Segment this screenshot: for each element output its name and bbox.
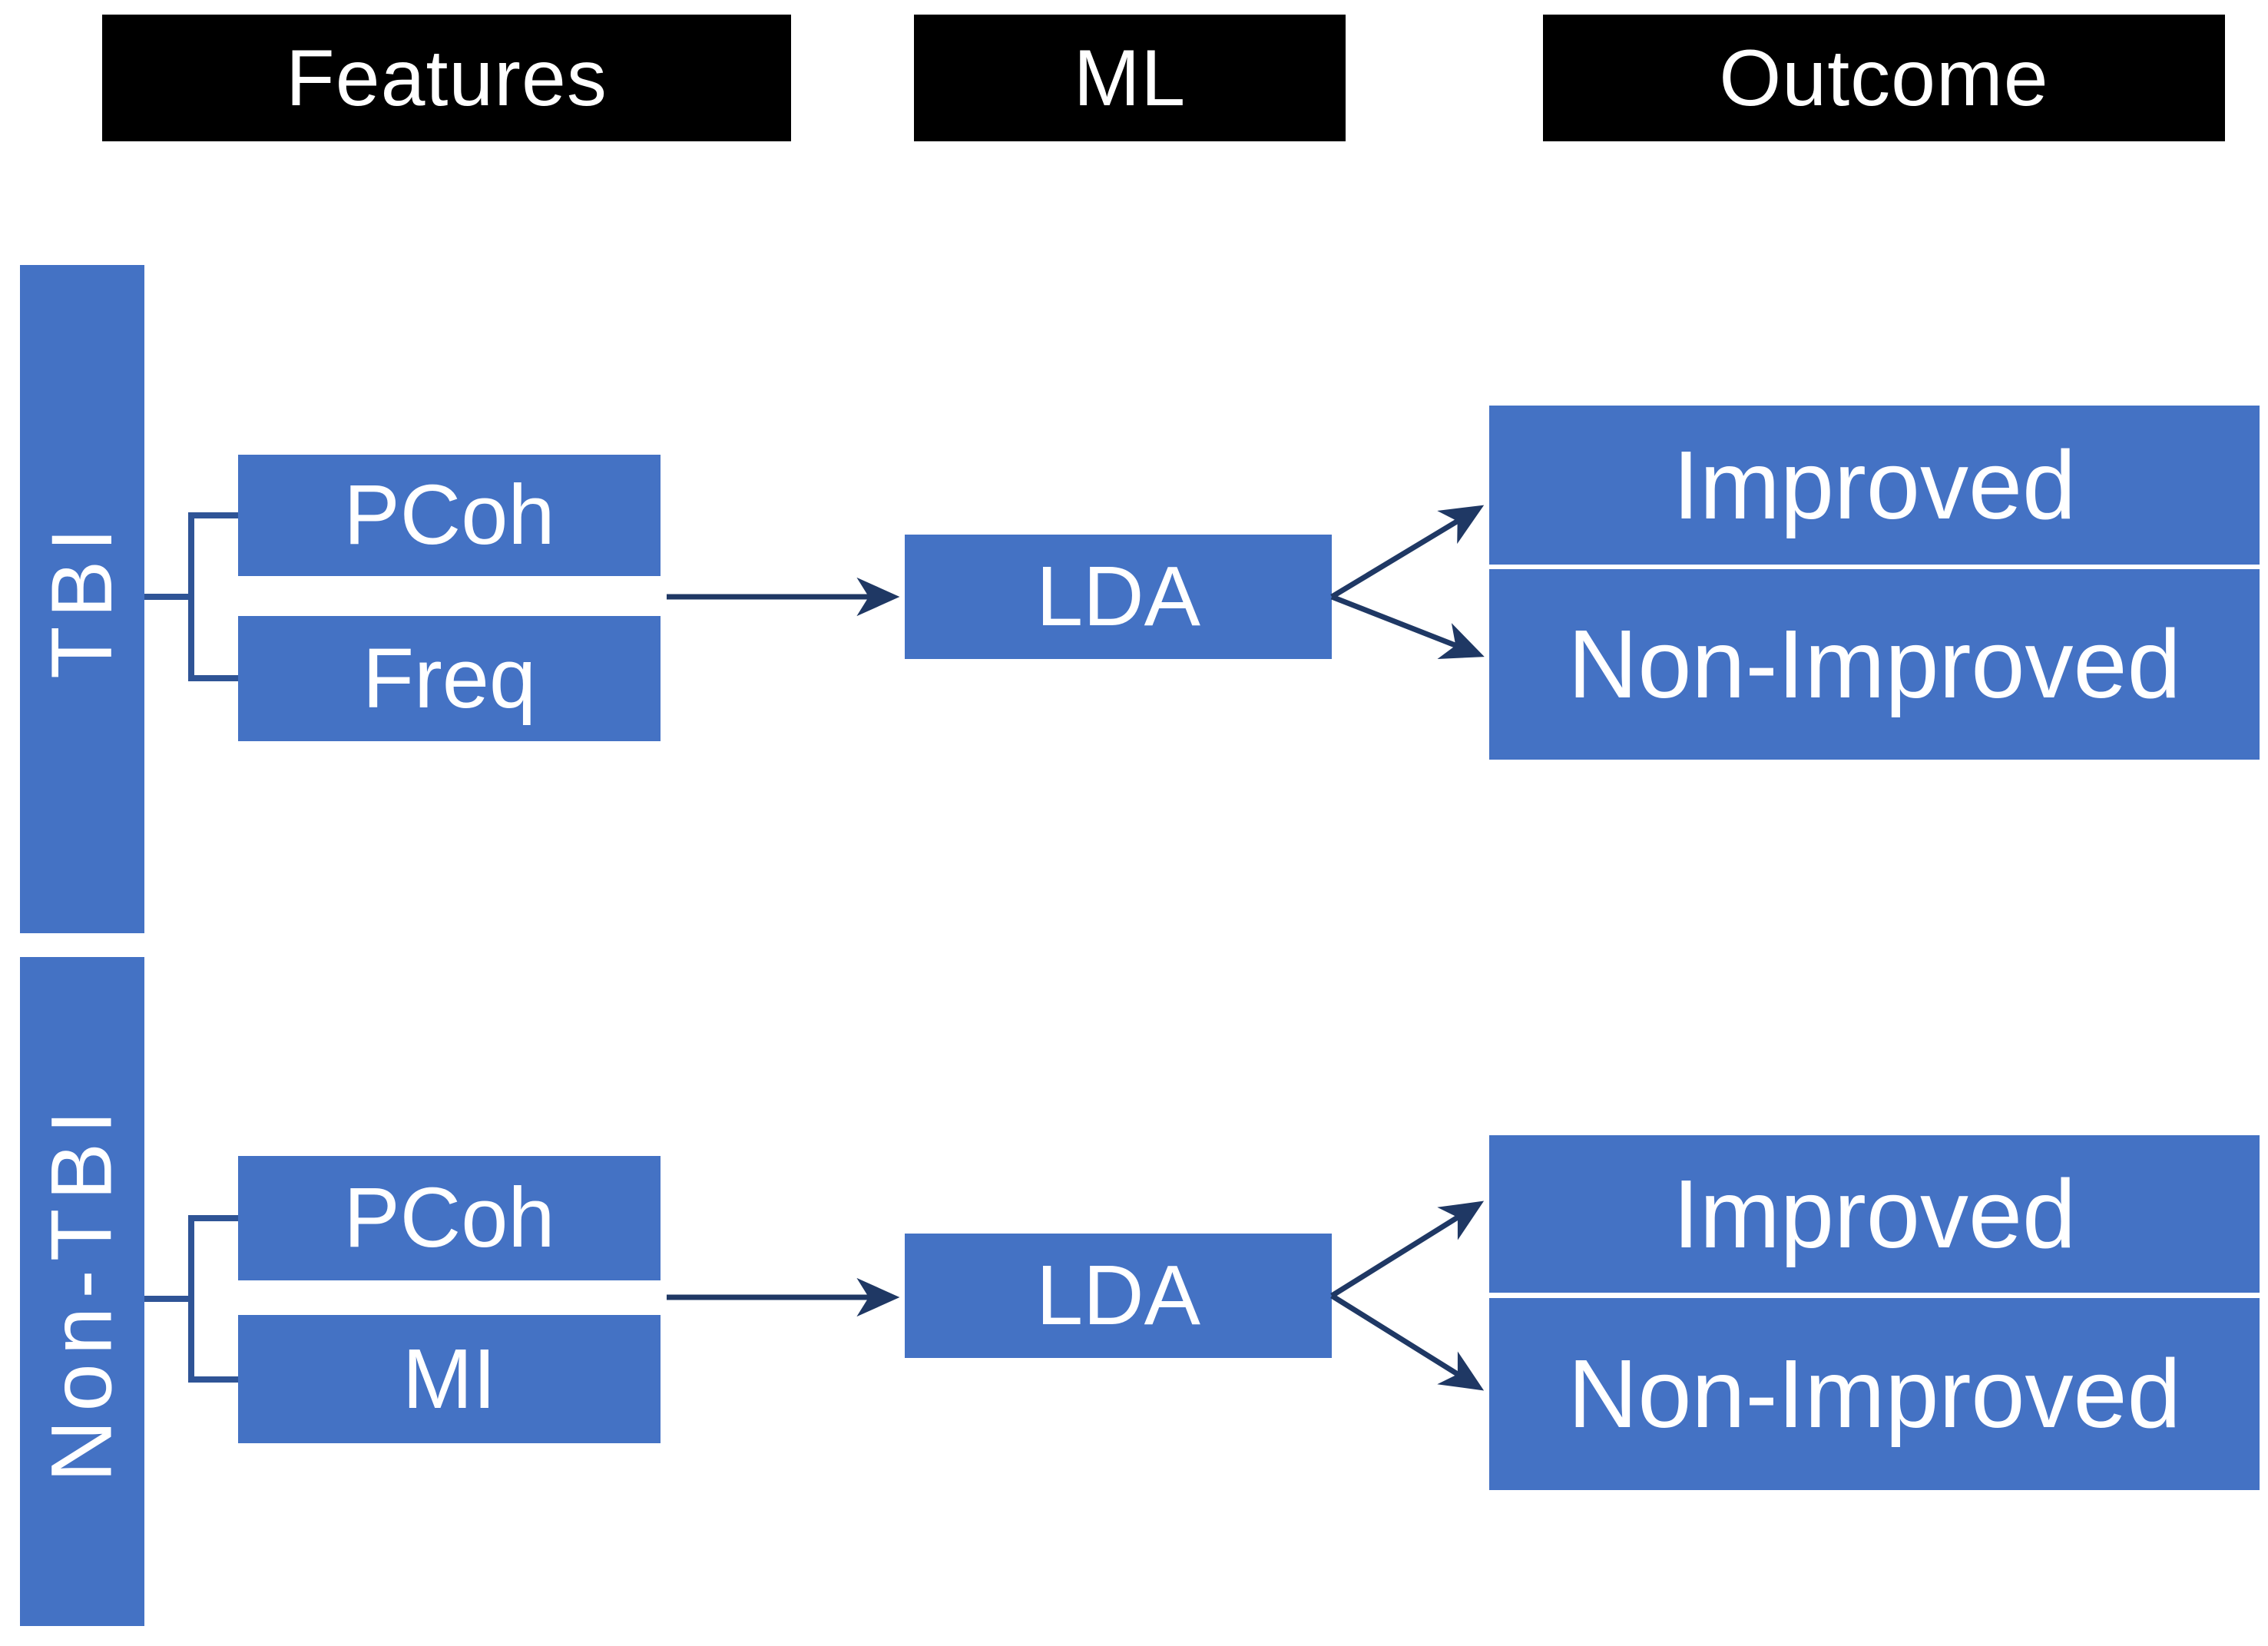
tbi-feature-pcoh-label: PCoh — [343, 468, 555, 562]
tbi-group-bar: TBI — [20, 265, 144, 933]
tbi-feature-freq-label: Freq — [362, 631, 537, 726]
outcome-column-header: Outcome — [1543, 15, 2225, 141]
tbi-lda-to-improved-arrow — [1330, 505, 1485, 599]
non-tbi-outcome-improved-label: Improved — [1672, 1159, 2077, 1268]
tbi-bracket-connector — [144, 512, 238, 681]
non-tbi-group-label: Non-TBI — [34, 1101, 130, 1482]
non-tbi-feature-mi-box: MI — [238, 1315, 661, 1443]
features-column-header-label: Features — [286, 33, 608, 123]
non-tbi-lda-box: LDA — [905, 1234, 1332, 1358]
tbi-group-label: TBI — [34, 519, 130, 679]
tbi-lda-to-non-improved-arrow — [1330, 594, 1485, 660]
tbi-lda-box: LDA — [905, 535, 1332, 659]
non-tbi-group-bar: Non-TBI — [20, 957, 144, 1626]
tbi-outcome-improved-box: Improved — [1489, 406, 2260, 565]
tbi-lda-label: LDA — [1036, 549, 1200, 644]
non-tbi-outcome-improved-box: Improved — [1489, 1135, 2260, 1293]
non-tbi-feature-pcoh-label: PCoh — [343, 1171, 555, 1265]
features-column-header: Features — [102, 15, 791, 141]
non-tbi-feature-pcoh-box: PCoh — [238, 1156, 661, 1280]
non-tbi-outcome-non-improved-label: Non-Improved — [1568, 1340, 2181, 1448]
non-tbi-bracket-connector — [144, 1215, 238, 1383]
tbi-outcome-non-improved-box: Non-Improved — [1489, 569, 2260, 760]
non-tbi-feature-mi-label: MI — [402, 1331, 497, 1426]
ml-column-header-label: ML — [1073, 33, 1187, 123]
tbi-outcome-improved-label: Improved — [1672, 430, 2077, 539]
non-tbi-lda-to-non-improved-arrow — [1330, 1293, 1485, 1391]
tbi-outcome-non-improved-label: Non-Improved — [1568, 610, 2181, 718]
tbi-feature-pcoh-box: PCoh — [238, 455, 661, 576]
non-tbi-outcome-non-improved-box: Non-Improved — [1489, 1298, 2260, 1490]
tbi-feature-freq-box: Freq — [238, 616, 661, 741]
outcome-column-header-label: Outcome — [1719, 33, 2049, 123]
ml-column-header: ML — [914, 15, 1346, 141]
non-tbi-lda-label: LDA — [1036, 1248, 1200, 1343]
non-tbi-lda-to-improved-arrow — [1330, 1201, 1485, 1298]
